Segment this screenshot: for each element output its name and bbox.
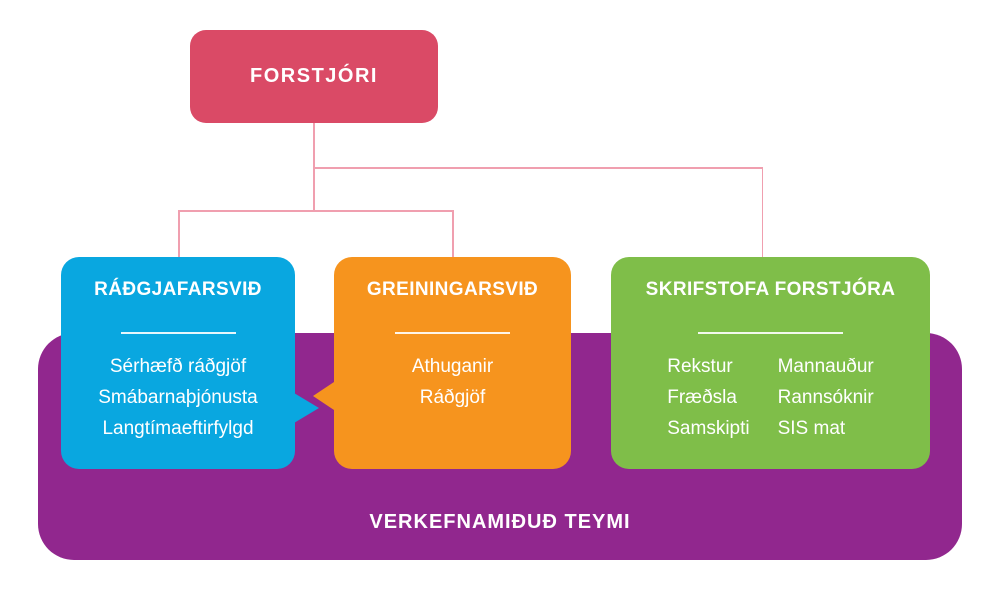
skrifstofa-items-right: Mannauður Rannsóknir SIS mat <box>778 351 874 444</box>
divider <box>395 332 510 334</box>
list-item: Langtímaeftirfylgd <box>102 417 254 439</box>
divider <box>120 332 236 334</box>
list-item: Smábarnaþjónusta <box>98 386 258 408</box>
divider <box>698 332 843 334</box>
node-forstjori-label: FORSTJÓRI <box>250 65 378 87</box>
connector-drop-blue <box>178 210 180 258</box>
list-item: Rekstur <box>667 355 733 377</box>
connector-branch-right-horizontal <box>313 167 763 169</box>
connector-drop-green <box>761 167 763 258</box>
skrifstofa-items-left: Rekstur Fræðsla Samskipti <box>667 351 749 444</box>
list-item: Sérhæfð ráðgjöf <box>109 355 247 377</box>
node-greiningarsvid: GREININGARSVIÐ Athuganir Ráðgjöf <box>334 257 571 469</box>
teams-band-label: VERKEFNAMIÐUÐ TEYMI <box>369 511 631 533</box>
skrifstofa-title: SKRIFSTOFA FORSTJÓRA <box>645 279 896 300</box>
list-item: Ráðgjöf <box>419 386 486 408</box>
list-item: Rannsóknir <box>777 386 874 408</box>
node-skrifstofa-forstjora: SKRIFSTOFA FORSTJÓRA Rekstur Fræðsla Sam… <box>611 257 930 469</box>
list-item: Samskipti <box>667 417 750 439</box>
list-item: Mannauður <box>777 355 874 377</box>
radgjafarsvid-title: RÁÐGJAFARSVIÐ <box>94 279 262 300</box>
list-item: Fræðsla <box>667 386 737 408</box>
connector-branch-left-horizontal <box>178 210 453 212</box>
list-item: SIS mat <box>777 417 846 439</box>
greiningarsvid-title: GREININGARSVIÐ <box>366 279 539 300</box>
node-forstjori: FORSTJÓRI <box>190 30 438 123</box>
connector-drop-orange <box>452 210 454 258</box>
list-item: Athuganir <box>411 355 494 377</box>
node-radgjafarsvid: RÁÐGJAFARSVIÐ Sérhæfð ráðgjöf Smábarnaþj… <box>61 257 295 469</box>
